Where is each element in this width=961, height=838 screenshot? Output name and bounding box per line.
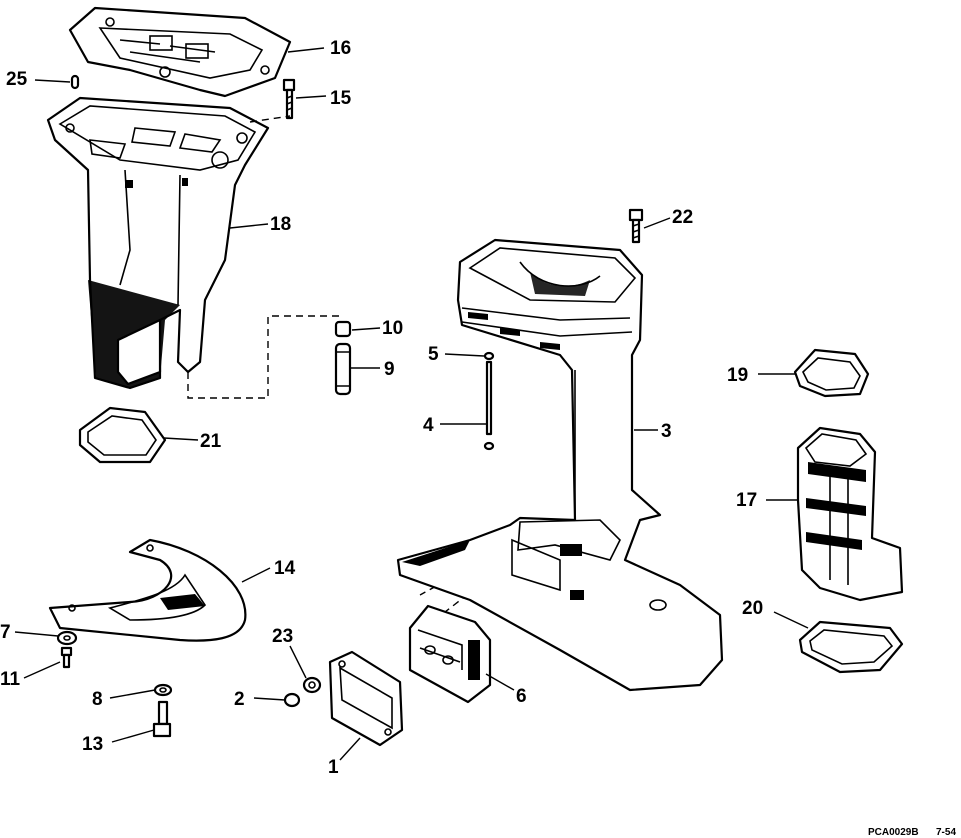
callout-11: 11 bbox=[0, 669, 21, 690]
washer-23 bbox=[302, 676, 322, 694]
callout-3: 3 bbox=[661, 421, 672, 442]
stud-4 bbox=[483, 351, 495, 451]
tube-9 bbox=[334, 342, 352, 396]
page-reference: 7-54 bbox=[936, 827, 956, 838]
washer-7 bbox=[56, 630, 78, 646]
seal-20 bbox=[798, 620, 904, 674]
driveshaft-housing-3 bbox=[396, 238, 724, 692]
callout-17: 17 bbox=[736, 490, 757, 511]
callout-4: 4 bbox=[423, 415, 434, 436]
callout-16: 16 bbox=[330, 38, 351, 59]
callout-25: 25 bbox=[6, 69, 28, 90]
callout-21: 21 bbox=[200, 431, 222, 452]
callout-14: 14 bbox=[274, 558, 296, 579]
callout-labels: 16 25 15 18 22 10 5 9 19 4 3 21 17 14 20… bbox=[0, 38, 763, 778]
bolt-dashed-line bbox=[249, 115, 291, 123]
reference-code: PCA0029B bbox=[868, 827, 919, 838]
callout-5: 5 bbox=[428, 344, 439, 365]
leader-lines bbox=[14, 47, 809, 761]
callout-13: 13 bbox=[82, 734, 103, 755]
callout-2: 2 bbox=[234, 689, 245, 710]
callout-6: 6 bbox=[516, 686, 527, 707]
gasket-16 bbox=[68, 6, 292, 98]
exhaust-tube-17 bbox=[796, 426, 904, 602]
dowel-pin-25 bbox=[70, 74, 80, 90]
callout-1: 1 bbox=[328, 757, 339, 778]
seal-21 bbox=[78, 406, 167, 464]
callout-18: 18 bbox=[270, 214, 291, 235]
plate-14 bbox=[48, 538, 247, 642]
callout-22: 22 bbox=[672, 207, 693, 228]
exhaust-housing-18 bbox=[46, 96, 270, 390]
washer-8 bbox=[153, 683, 173, 697]
callout-23: 23 bbox=[272, 626, 293, 647]
callout-15: 15 bbox=[330, 88, 352, 109]
screw-11 bbox=[60, 646, 73, 669]
callout-8: 8 bbox=[92, 689, 103, 710]
bolt-15 bbox=[282, 78, 296, 120]
cover-1 bbox=[328, 650, 404, 747]
bracket-6 bbox=[408, 604, 492, 704]
callout-20: 20 bbox=[742, 598, 763, 619]
callout-10: 10 bbox=[382, 318, 403, 339]
bolt-13 bbox=[152, 700, 172, 738]
bolt-22 bbox=[628, 208, 644, 244]
assembly-dashed-line bbox=[187, 315, 340, 399]
screw-2 bbox=[283, 692, 301, 708]
callout-7: 7 bbox=[0, 622, 11, 643]
callout-19: 19 bbox=[727, 365, 748, 386]
seal-19 bbox=[793, 348, 870, 398]
callout-9: 9 bbox=[384, 359, 395, 380]
cap-10 bbox=[334, 320, 352, 338]
